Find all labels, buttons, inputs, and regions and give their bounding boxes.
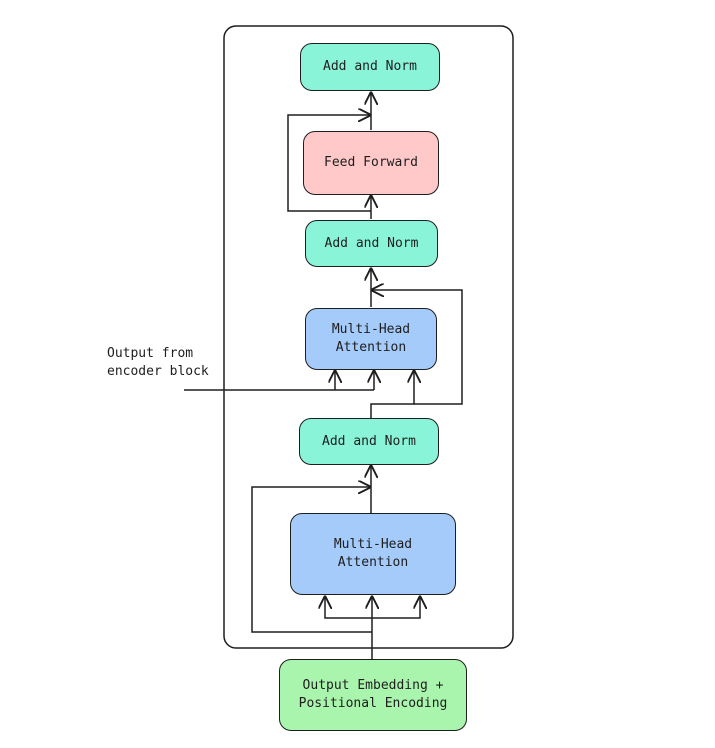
add-norm-to-cross-attention-arrow bbox=[370, 371, 414, 418]
feed-forward-block: Feed Forward bbox=[303, 131, 439, 195]
cross-attention-block: Multi-Head Attention bbox=[305, 308, 437, 370]
output-embedding-label: Output Embedding + Positional Encoding bbox=[298, 678, 448, 711]
cross-attention-label: Multi-Head Attention bbox=[331, 322, 411, 355]
self-attention-left-input-arrow bbox=[325, 597, 372, 619]
add-norm-top-block: Add and Norm bbox=[300, 43, 440, 91]
add-norm-top-label: Add and Norm bbox=[323, 59, 417, 74]
output-embedding-block: Output Embedding + Positional Encoding bbox=[279, 659, 467, 731]
decoder-block-frame bbox=[223, 25, 514, 649]
residual-connection-2 bbox=[372, 290, 463, 405]
self-attention-label: Multi-Head Attention bbox=[333, 537, 413, 570]
add-norm-bottom-label: Add and Norm bbox=[322, 433, 416, 449]
add-norm-middle-label: Add and Norm bbox=[324, 235, 419, 251]
add-norm-middle-block: Add and Norm bbox=[305, 220, 438, 267]
self-attention-right-input-arrow bbox=[372, 597, 420, 619]
encoder-output-label: Output from encoder block bbox=[107, 346, 209, 379]
feed-forward-label: Feed Forward bbox=[324, 155, 418, 170]
residual-connection-1 bbox=[251, 487, 372, 633]
residual-connection-3 bbox=[287, 115, 371, 212]
self-attention-block: Multi-Head Attention bbox=[290, 513, 456, 595]
add-norm-bottom-block: Add and Norm bbox=[299, 418, 439, 465]
